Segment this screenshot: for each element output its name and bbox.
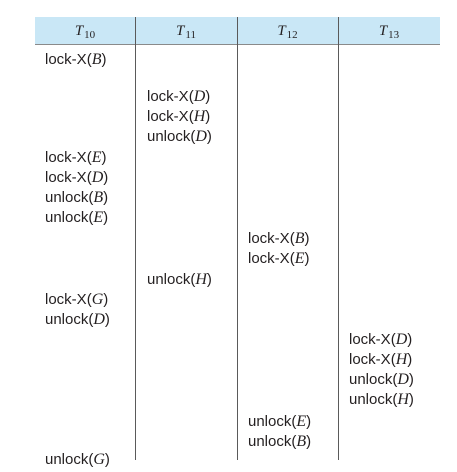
- operation-t12: lock-X(B): [248, 230, 310, 247]
- header-t10: T10: [74, 23, 96, 41]
- column-divider: [135, 17, 136, 460]
- column-divider: [237, 17, 238, 460]
- header-t13: T13: [378, 23, 400, 41]
- operation-t11: lock-X(D): [147, 88, 211, 105]
- operation-t10: unlock(E): [45, 209, 109, 226]
- lock-schedule-table: T10 T11 T12 T13 lock-X(B) lock-X(E) lock…: [35, 17, 440, 468]
- operation-t11: unlock(D): [147, 128, 212, 145]
- column-divider: [338, 17, 339, 460]
- operation-t11: lock-X(H): [147, 108, 211, 125]
- operation-t11: unlock(H): [147, 271, 212, 288]
- operation-t10: lock-X(B): [45, 51, 107, 68]
- operation-t13: lock-X(D): [349, 331, 413, 348]
- header-t11: T11: [176, 23, 196, 41]
- operation-t10: unlock(B): [45, 189, 109, 206]
- operation-t12: lock-X(E): [248, 250, 310, 267]
- header-t12: T12: [277, 23, 298, 41]
- operation-t13: unlock(H): [349, 391, 414, 408]
- operation-t10: lock-X(D): [45, 169, 109, 186]
- operation-t13: unlock(D): [349, 371, 414, 388]
- operation-t10: lock-X(G): [45, 291, 109, 308]
- operation-t10: lock-X(E): [45, 149, 107, 166]
- operation-t12: unlock(B): [248, 433, 312, 450]
- operation-t13: lock-X(H): [349, 351, 413, 368]
- operation-t10: unlock(G): [45, 451, 110, 468]
- operation-t12: unlock(E): [248, 413, 312, 430]
- operation-t10: unlock(D): [45, 311, 110, 328]
